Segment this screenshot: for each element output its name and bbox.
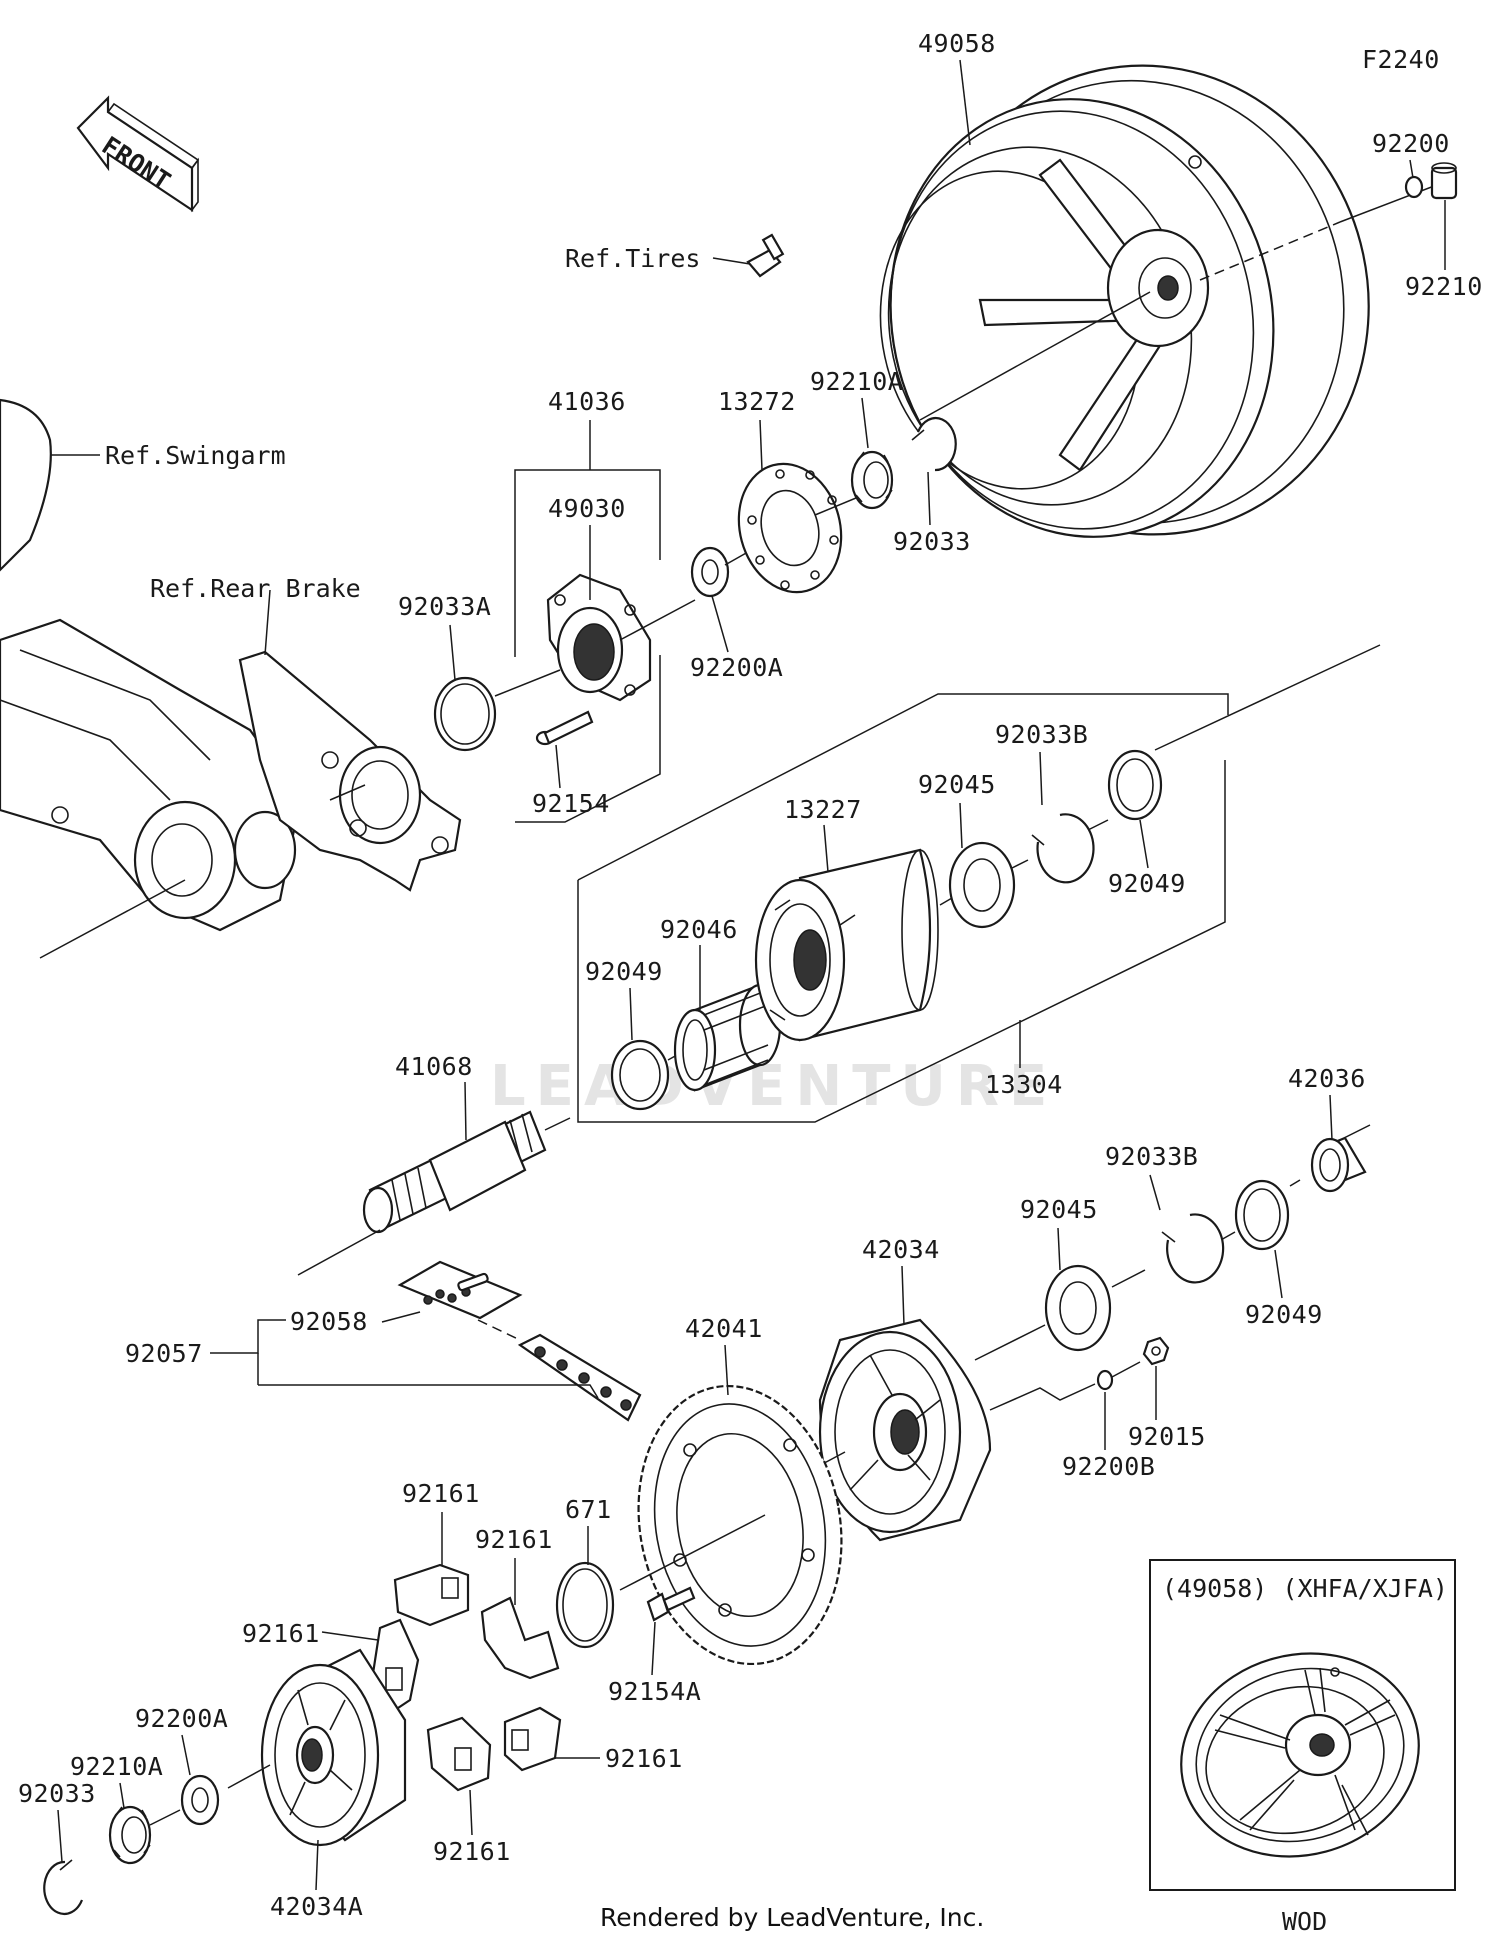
diagram-code: F2240: [1362, 45, 1440, 74]
part-label-92210A-low: 92210A: [70, 1752, 163, 1781]
damper-92161-b: [480, 1596, 560, 1680]
inset-caption: WOD: [1282, 1907, 1327, 1936]
circlip-92033B-top: [1031, 813, 1095, 884]
damper-92161-d: [503, 1706, 562, 1772]
part-label-13272: 13272: [718, 387, 796, 416]
part-label-92049-left: 92049: [585, 957, 663, 986]
part-label-92154A: 92154A: [608, 1677, 701, 1706]
bearing-92046: [673, 983, 782, 1092]
part-label-42036: 42036: [1288, 1064, 1366, 1093]
washer-92200A-low: [180, 1774, 220, 1826]
circlip-92033-low: [43, 1859, 84, 1916]
part-label-92057: 92057: [125, 1339, 203, 1368]
bearing-92045-low: [1044, 1264, 1112, 1352]
part-label-92049-right: 92049: [1108, 869, 1186, 898]
part-label-41068: 41068: [395, 1052, 473, 1081]
hub-13227: [754, 848, 939, 1042]
ref-swingarm-label: Ref.Swingarm: [105, 441, 286, 470]
front-arrow-icon: FRONT: [76, 95, 200, 213]
part-label-92033A: 92033A: [398, 592, 491, 621]
footer-credit: Rendered by LeadVenture, Inc.: [600, 1903, 984, 1932]
washer-92200A-top: [690, 546, 730, 598]
seal-92049-right: [1107, 749, 1163, 821]
part-label-92033B-top: 92033B: [995, 720, 1088, 749]
collar-42036: [1310, 1136, 1367, 1193]
axle-41068: [362, 1110, 547, 1234]
nut-92015: [1142, 1336, 1170, 1366]
part-label-92046: 92046: [660, 915, 738, 944]
part-label-92200A-top: 92200A: [690, 653, 783, 682]
seal-92049-left: [610, 1039, 670, 1111]
inset-title: (49058) (XHFA/XJFA): [1162, 1574, 1448, 1603]
part-label-92161-e: 92161: [433, 1837, 511, 1866]
part-label-92200: 92200: [1372, 129, 1450, 158]
ref-tires-label: Ref.Tires: [565, 244, 700, 273]
part-label-92161-b: 92161: [475, 1525, 553, 1554]
part-label-92161-c: 92161: [242, 1619, 320, 1648]
part-label-92154: 92154: [532, 789, 610, 818]
part-label-49058: 49058: [918, 29, 996, 58]
damper-92161-e: [426, 1716, 492, 1792]
part-label-41036: 41036: [548, 387, 626, 416]
seal-92049-low: [1234, 1179, 1290, 1251]
part-label-92161-a: 92161: [402, 1479, 480, 1508]
ref-rear-brake-label: Ref.Rear Brake: [150, 574, 361, 603]
part-label-92033-low: 92033: [18, 1779, 96, 1808]
chain-92057: [397, 1260, 642, 1422]
plate-13272: [737, 462, 843, 594]
part-label-42034: 42034: [862, 1235, 940, 1264]
part-label-92015: 92015: [1128, 1422, 1206, 1451]
swingarm: [0, 398, 302, 932]
washer-92200B: [1096, 1369, 1114, 1391]
part-label-671: 671: [565, 1495, 612, 1524]
part-label-13227: 13227: [784, 795, 862, 824]
bolt-92154: [535, 710, 594, 746]
part-label-92045-low: 92045: [1020, 1195, 1098, 1224]
nut-92210A-low: [108, 1805, 152, 1865]
tire-valve-icon: [712, 233, 785, 278]
damper-92161-a: [393, 1563, 470, 1627]
bearing-92045-top: [948, 841, 1016, 929]
damper-hub-42034A: [260, 1648, 407, 1847]
bolt-92154A: [646, 1586, 696, 1622]
part-label-49030: 49030: [548, 494, 626, 523]
part-label-92161-d: 92161: [605, 1744, 683, 1773]
circlip-92033-top: [911, 416, 957, 472]
nut-92210: [1430, 162, 1458, 200]
rear-wheel-49058: [879, 64, 1370, 538]
rear-brake-bracket: [238, 650, 462, 892]
part-label-92033B-low: 92033B: [1105, 1142, 1198, 1171]
circlip-92033A: [433, 676, 497, 752]
part-label-92200A-low: 92200A: [135, 1704, 228, 1733]
part-label-92200B: 92200B: [1062, 1452, 1155, 1481]
nut-92210A-top: [850, 450, 894, 510]
circlip-92033B-low: [1161, 1213, 1225, 1284]
part-label-92033-top: 92033: [893, 527, 971, 556]
coupling-49030: [546, 573, 652, 702]
o-ring-671: [555, 1561, 615, 1649]
part-label-92210: 92210: [1405, 272, 1483, 301]
part-label-42041: 42041: [685, 1314, 763, 1343]
inset-alt-wheel: (49058) (XHFA/XJFA): [1149, 1559, 1456, 1891]
washer-92200: [1404, 175, 1424, 199]
part-label-42034A: 42034A: [270, 1892, 363, 1921]
watermark: LEADVENTURE: [490, 1054, 1057, 1119]
sprocket-carrier-42034: [818, 1318, 992, 1542]
part-label-92058: 92058: [290, 1307, 368, 1336]
part-label-92049-low: 92049: [1245, 1300, 1323, 1329]
part-label-92045-top: 92045: [918, 770, 996, 799]
part-label-92210A-top: 92210A: [810, 367, 903, 396]
part-label-13304: 13304: [985, 1070, 1063, 1099]
